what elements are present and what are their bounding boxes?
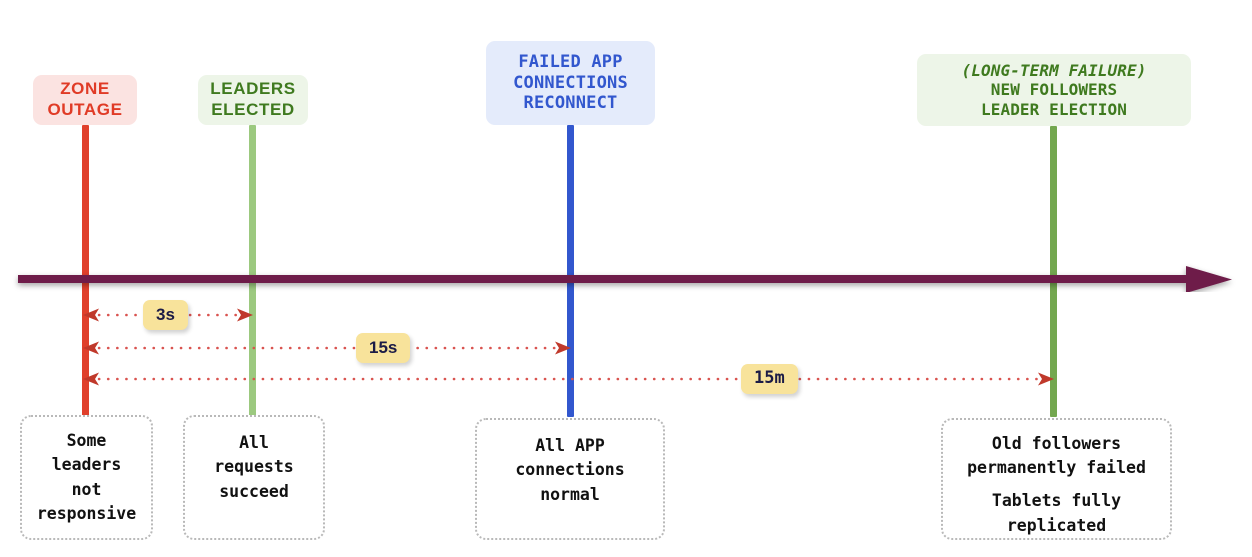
duration-measure-3s: 3s: [80, 300, 260, 330]
event-marker-line-failed-app-connections-reconnect: [567, 125, 574, 417]
state-box-line: connections: [515, 460, 625, 480]
event-chip-line: ELECTED: [211, 100, 295, 119]
state-box-line: responsive: [36, 503, 137, 523]
state-box-failed-app-connections-reconnect[interactable]: All APP connections normal: [475, 418, 665, 540]
duration-measure-15s: 15s: [80, 333, 578, 363]
timeline-axis: [0, 252, 1252, 293]
state-box-line: normal: [540, 484, 600, 504]
event-marker-line-zone-outage: [81, 125, 89, 417]
state-box-line: replicated: [1006, 515, 1107, 535]
state-box-zone-outage[interactable]: Some leaders not responsive: [20, 415, 153, 540]
duration-badge-3s[interactable]: 3s: [143, 300, 188, 330]
state-box-line: permanently failed: [967, 458, 1146, 478]
duration-badge-15m[interactable]: 15m: [741, 364, 798, 394]
event-chip-failed-app-connections-reconnect[interactable]: FAILED APP CONNECTIONS RECONNECT: [486, 41, 655, 125]
event-chip-line: OUTAGE: [47, 100, 123, 119]
state-box-line: succeed: [219, 481, 289, 501]
state-box-line: Old followers: [991, 434, 1122, 453]
event-chip-line: FAILED APP: [518, 51, 623, 72]
event-chip-zone-outage[interactable]: ZONE OUTAGE: [33, 75, 137, 125]
event-chip-new-followers-leader-election[interactable]: (LONG-TERM FAILURE) NEW FOLLOWERS LEADER…: [917, 54, 1191, 126]
event-chip-leaders-elected[interactable]: LEADERS ELECTED: [198, 75, 308, 125]
event-chip-line: LEADER ELECTION: [981, 99, 1127, 119]
event-chip-line: LEADERS: [210, 79, 296, 99]
event-marker-line-leaders-elected: [249, 125, 256, 417]
event-chip-line: (LONG-TERM FAILURE): [961, 60, 1147, 80]
state-box-line: Tablets fully: [991, 491, 1122, 511]
state-box-new-followers-leader-election[interactable]: Old followers permanently failed Tablets…: [941, 418, 1172, 540]
state-box-line: All APP: [535, 436, 605, 455]
event-chip-line: ZONE: [60, 79, 110, 99]
state-box-line: Some: [66, 430, 107, 450]
state-box-line: not: [71, 479, 102, 499]
duration-badge-15s[interactable]: 15s: [356, 333, 411, 363]
event-marker-line-new-followers-leader-election: [1050, 126, 1057, 417]
state-box-leaders-elected[interactable]: All requests succeed: [183, 415, 325, 540]
state-box-line: leaders: [51, 455, 122, 475]
state-box-line: requests: [214, 457, 294, 477]
event-chip-line: CONNECTIONS: [513, 72, 628, 93]
event-chip-line: RECONNECT: [523, 93, 618, 114]
state-box-line: All: [239, 433, 269, 452]
duration-measure-15m: 15m: [80, 364, 1060, 394]
event-chip-line: NEW FOLLOWERS: [990, 80, 1118, 100]
